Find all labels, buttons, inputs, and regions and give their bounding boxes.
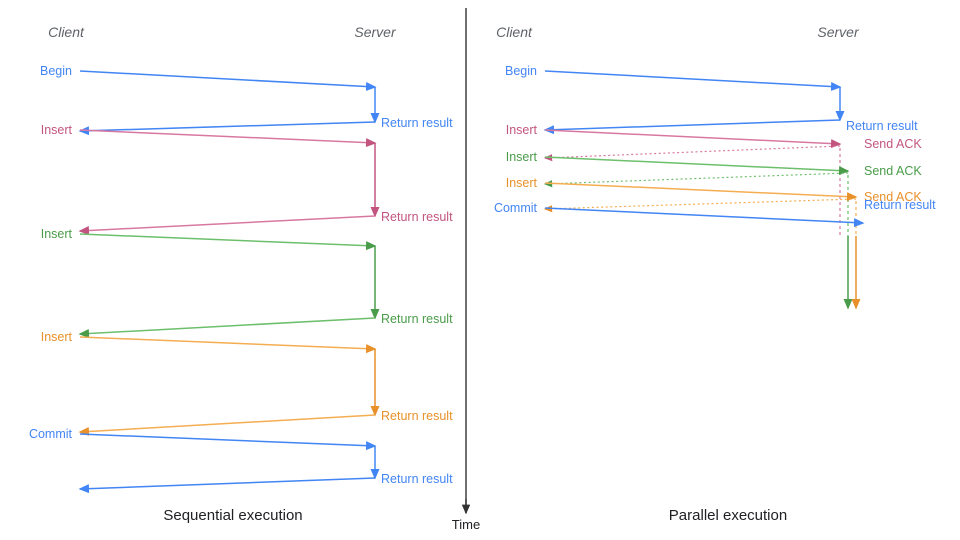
message-label-insert-3: Insert [41,330,73,344]
reply-label-2: Return result [381,312,453,326]
lane-title-client-sequential: Client [48,24,85,40]
message-label-commit-4: Commit [29,427,73,441]
reply-label-p0: Return result [846,119,918,133]
reply-arrow-3 [78,414,376,436]
message-label-insert-p2: Insert [506,150,538,164]
lane-title-client-parallel: Client [496,24,533,40]
ack-arrow-p2 [543,172,849,188]
reply-arrow-4 [78,477,376,494]
panel-caption-sequential: Sequential execution [163,507,302,524]
request-arrow-commit-4 [79,433,377,451]
ack-arrow-p1 [543,145,841,162]
reply-label-3: Return result [381,409,453,423]
message-label-insert-2: Insert [41,227,73,241]
message-label-insert-p1: Insert [506,123,538,137]
lane-title-server-sequential: Server [354,24,397,40]
message-label-begin-0: Begin [40,64,72,78]
ack-arrow-p3 [543,198,857,213]
request-arrow-p4 [544,207,865,228]
reply-label-0: Return result [381,116,453,130]
ack-label-p1: Send ACK [864,137,922,151]
request-arrow-p2 [544,156,850,176]
message-label-insert-1: Insert [41,123,73,137]
time-axis-label: Time [452,517,480,532]
message-label-insert-p3: Insert [506,176,538,190]
request-arrow-insert-3 [79,336,377,354]
request-arrow-p3 [544,182,858,202]
ack-label-p2: Send ACK [864,164,922,178]
request-arrow-begin-0 [79,70,377,92]
reply-label-p4-hidden: Return result [864,198,936,212]
reply-arrow-1 [78,215,376,236]
reply-arrow-2 [78,317,376,339]
request-arrow-insert-2 [79,233,377,251]
message-label-commit-p4: Commit [494,201,538,215]
panel-caption-parallel: Parallel execution [669,507,787,524]
request-arrow-p1 [544,129,842,149]
request-arrow-insert-1 [79,129,377,148]
message-label-begin-p0: Begin [505,64,537,78]
message-arrow-layer [78,70,865,494]
reply-arrow-p0 [543,119,841,135]
ack-label-p3: Send ACK [864,190,922,204]
reply-label-4: Return result [381,472,453,486]
lane-title-server-parallel: Server [817,24,860,40]
reply-arrow-0 [78,121,376,136]
reply-label-1: Return result [381,210,453,224]
request-arrow-p0 [544,70,842,92]
